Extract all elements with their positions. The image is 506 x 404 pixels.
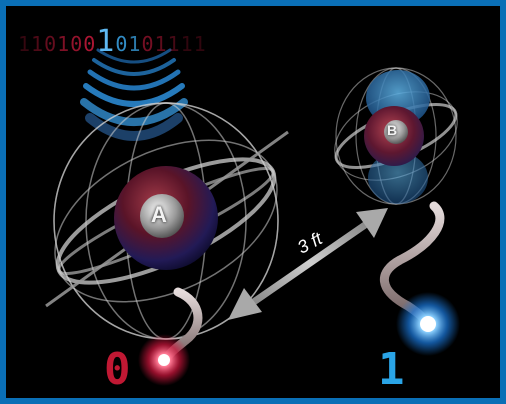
binary-digit: 1 [31,32,44,56]
binary-digit: 1 [168,32,181,56]
signal-waves [84,50,184,136]
binary-digit: 0 [141,32,154,56]
binary-digit: 1 [96,24,115,59]
binary-digit: 1 [154,32,167,56]
binary-digit: 0 [44,32,57,56]
binary-string: 11010010101111 [18,24,207,59]
distance-arrow [228,208,388,320]
output-zero: 0 [104,344,131,395]
binary-digit: 0 [83,32,96,56]
binary-digit: 1 [18,32,31,56]
entanglement-illustration [6,6,500,398]
blue-glow-core [420,316,436,332]
output-one: 1 [378,344,405,395]
particle-a-label: A [151,202,167,228]
particle-b-label: B [387,122,397,138]
binary-digit: 1 [181,32,194,56]
red-glow-core [158,354,170,366]
binary-digit: 1 [128,32,141,56]
binary-digit: 1 [57,32,70,56]
binary-digit: 0 [115,32,128,56]
binary-digit: 1 [194,32,207,56]
binary-digit: 0 [70,32,83,56]
illustration-canvas: 11010010101111 A B 3 ft 0 1 [6,6,500,398]
